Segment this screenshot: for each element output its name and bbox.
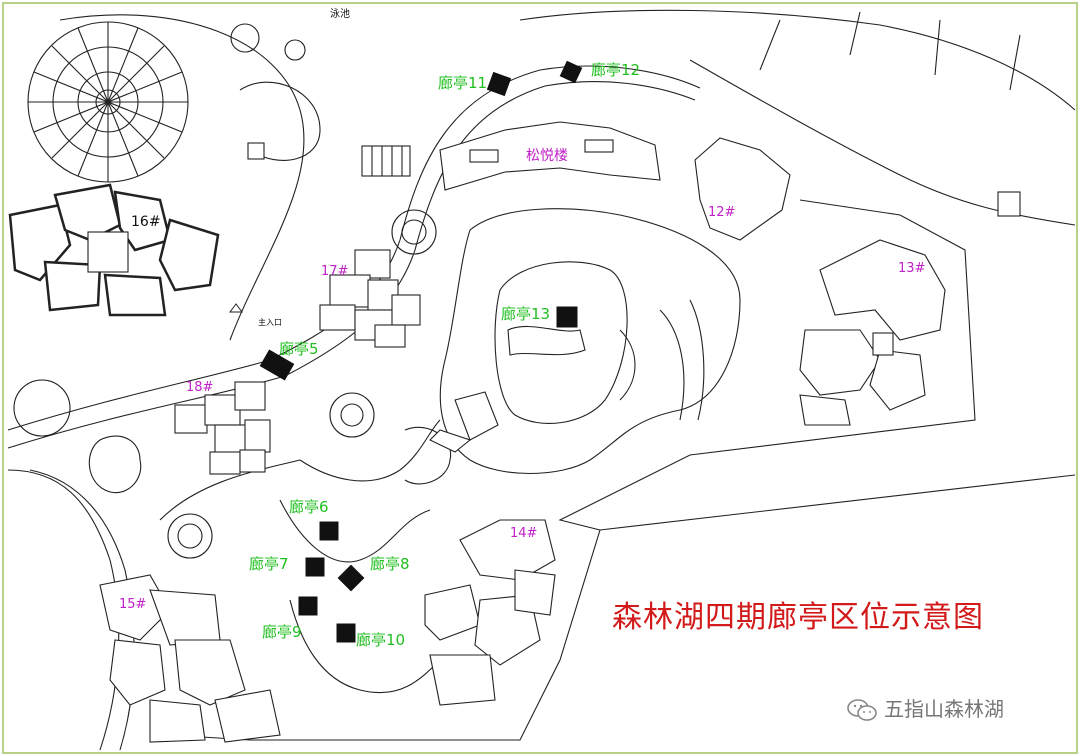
building-footprints (8, 121, 1021, 743)
pavilion-11-label: 廊亭11 (438, 74, 488, 92)
building-17-footprint (319, 249, 421, 348)
pavilion-8-marker (337, 564, 365, 592)
building-13-label: 13# (898, 261, 926, 276)
building-16-footprint (8, 183, 220, 317)
map-title: 森林湖四期廊亭区位示意图 (612, 600, 984, 635)
songyue-building-footprint (439, 121, 661, 191)
pavilion-12-label: 廊亭12 (591, 61, 641, 79)
building-15-footprint (99, 574, 281, 743)
pavilion-7-marker (305, 557, 325, 577)
building-14-footprint (424, 519, 556, 706)
building-12-label: 12# (708, 205, 736, 220)
wechat-icon (847, 699, 877, 721)
building-15-label: 15# (119, 597, 147, 612)
pool-label: 泳池 (330, 9, 350, 20)
pavilion-5-label: 廊亭5 (279, 340, 319, 358)
pavilion-12-marker (559, 60, 583, 84)
building-18-footprint (174, 381, 271, 475)
main-entrance-label: 主入口 (258, 318, 282, 327)
building-14-label: 14# (510, 526, 538, 541)
watermark-text: 五指山森林湖 (884, 697, 1004, 721)
pavilion-8-label: 廊亭8 (370, 555, 410, 573)
entrance-arrow-icon (229, 303, 243, 313)
pavilion-10-marker (336, 623, 356, 643)
pavilion-6-label: 廊亭6 (289, 498, 329, 516)
pavilion-13-label: 廊亭13 (501, 305, 551, 323)
songyue-building-label: 松悦楼 (526, 148, 568, 164)
pavilion-6-marker (319, 521, 339, 541)
building-16-label: 16# (131, 214, 161, 230)
pavilion-9-label: 廊亭9 (262, 623, 302, 641)
pavilion-7-label: 廊亭7 (249, 555, 289, 573)
building-17-label: 17# (321, 264, 349, 279)
pavilion-markers (259, 60, 583, 643)
building-13-footprint (799, 239, 946, 426)
pavilion-5-marker (259, 349, 295, 381)
building-18-label: 18# (186, 380, 214, 395)
building-12-footprint (694, 137, 791, 241)
pavilion-9-marker (298, 596, 318, 616)
pavilion-10-label: 廊亭10 (356, 631, 406, 649)
pavilion-11-marker (486, 71, 512, 97)
pavilion-13-marker (556, 306, 578, 328)
